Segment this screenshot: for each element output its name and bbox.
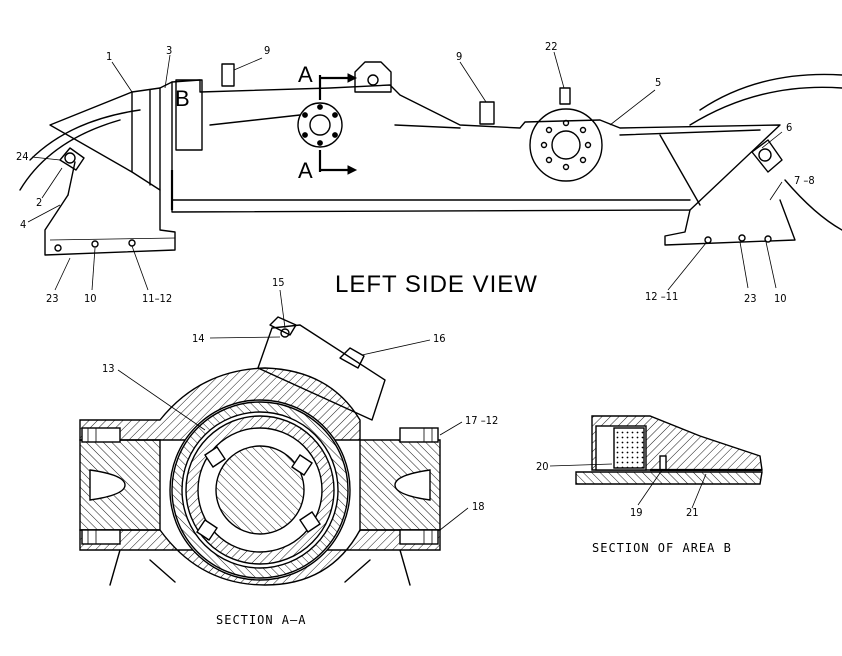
right-mount-bracket [664, 199, 796, 246]
callout-17-12: 17 –12 [465, 414, 498, 427]
callout-23a: 23 [46, 292, 59, 305]
top-pivot-block [354, 61, 392, 93]
title-section-aa: SECTION A–A [216, 613, 306, 627]
callout-5: 5 [655, 76, 661, 89]
area-b-plate-bottom [575, 471, 763, 485]
marker-b: B [175, 86, 190, 111]
grease-fitting-22 [559, 87, 571, 105]
left-bolt-2 [91, 240, 99, 248]
top-fitting-9 [221, 63, 235, 87]
callout-6: 6 [786, 121, 792, 134]
left-wheel-arc-inner [19, 119, 121, 191]
right-wheel-arc [699, 73, 842, 111]
callout-1: 1 [106, 50, 112, 63]
section-area-b: 20 19 21 SECTION OF AREA B [536, 415, 763, 555]
bolt-left-bottom [81, 529, 121, 545]
front-nose-cone [49, 87, 161, 191]
callout-10b: 10 [774, 292, 787, 305]
callout-3: 3 [166, 44, 172, 57]
seal-20 [613, 427, 645, 469]
right-sensor-block [751, 139, 783, 173]
left-wheel-arc [29, 109, 141, 161]
callout-4: 4 [20, 218, 26, 231]
left-sensor-block [59, 147, 85, 171]
marker-a-top: A [298, 62, 313, 87]
callout-19: 19 [630, 506, 643, 519]
ring-19 [659, 455, 667, 471]
callout-2: 2 [36, 196, 42, 209]
callout-23b: 23 [744, 292, 757, 305]
end-cap-b [175, 79, 203, 151]
main-bearing-flange [529, 108, 603, 182]
section-a-a: 15 14 16 13 17 –12 18 SECTION A–A [79, 276, 498, 627]
callout-15: 15 [272, 276, 285, 289]
right-wheel-arc-inner [689, 86, 842, 126]
title-section-area-b: SECTION OF AREA B [592, 541, 732, 555]
callout-16: 16 [433, 332, 446, 345]
callout-22: 22 [545, 40, 558, 53]
pin-shaft [215, 445, 305, 535]
left-bolt-3 [128, 239, 136, 247]
main-frame-body [171, 79, 781, 213]
callout-18: 18 [472, 500, 485, 513]
left-mount-bracket [44, 189, 176, 256]
pivot-flange [297, 75, 343, 172]
callout-21: 21 [686, 506, 699, 519]
lower-legs [109, 549, 411, 586]
leader-lines-section-aa [117, 289, 469, 531]
bolt-left-top [81, 427, 121, 443]
leader-lines-area-b [549, 463, 707, 509]
callout-7-8: 7 –8 [794, 174, 815, 187]
callout-24: 24 [16, 150, 29, 163]
left-side-view: B A A 1 3 9 9 22 5 6 7 –8 24 2 4 23 10 1… [16, 40, 842, 305]
right-wheel-lower-arc [784, 179, 842, 231]
callout-9b: 9 [456, 50, 462, 63]
callout-10a: 10 [84, 292, 97, 305]
callout-11-12: 11–12 [142, 292, 172, 305]
callout-14: 14 [192, 332, 205, 345]
right-ear-cutout [394, 469, 431, 501]
title-left-side-view: LEFT SIDE VIEW [335, 271, 538, 298]
left-bolt-1 [54, 244, 62, 252]
bolt-17 [399, 427, 439, 443]
top-fitting-9b [479, 101, 495, 125]
callout-20: 20 [536, 460, 549, 473]
bolt-18 [399, 529, 439, 545]
marker-a-bottom: A [298, 158, 313, 183]
left-ear-cutout [89, 469, 126, 501]
callout-13: 13 [102, 362, 115, 375]
callout-9a: 9 [264, 44, 270, 57]
leader-lines-main [27, 51, 783, 291]
callout-12-11: 12 –11 [645, 290, 678, 303]
grease-fitting-15 [280, 328, 290, 338]
